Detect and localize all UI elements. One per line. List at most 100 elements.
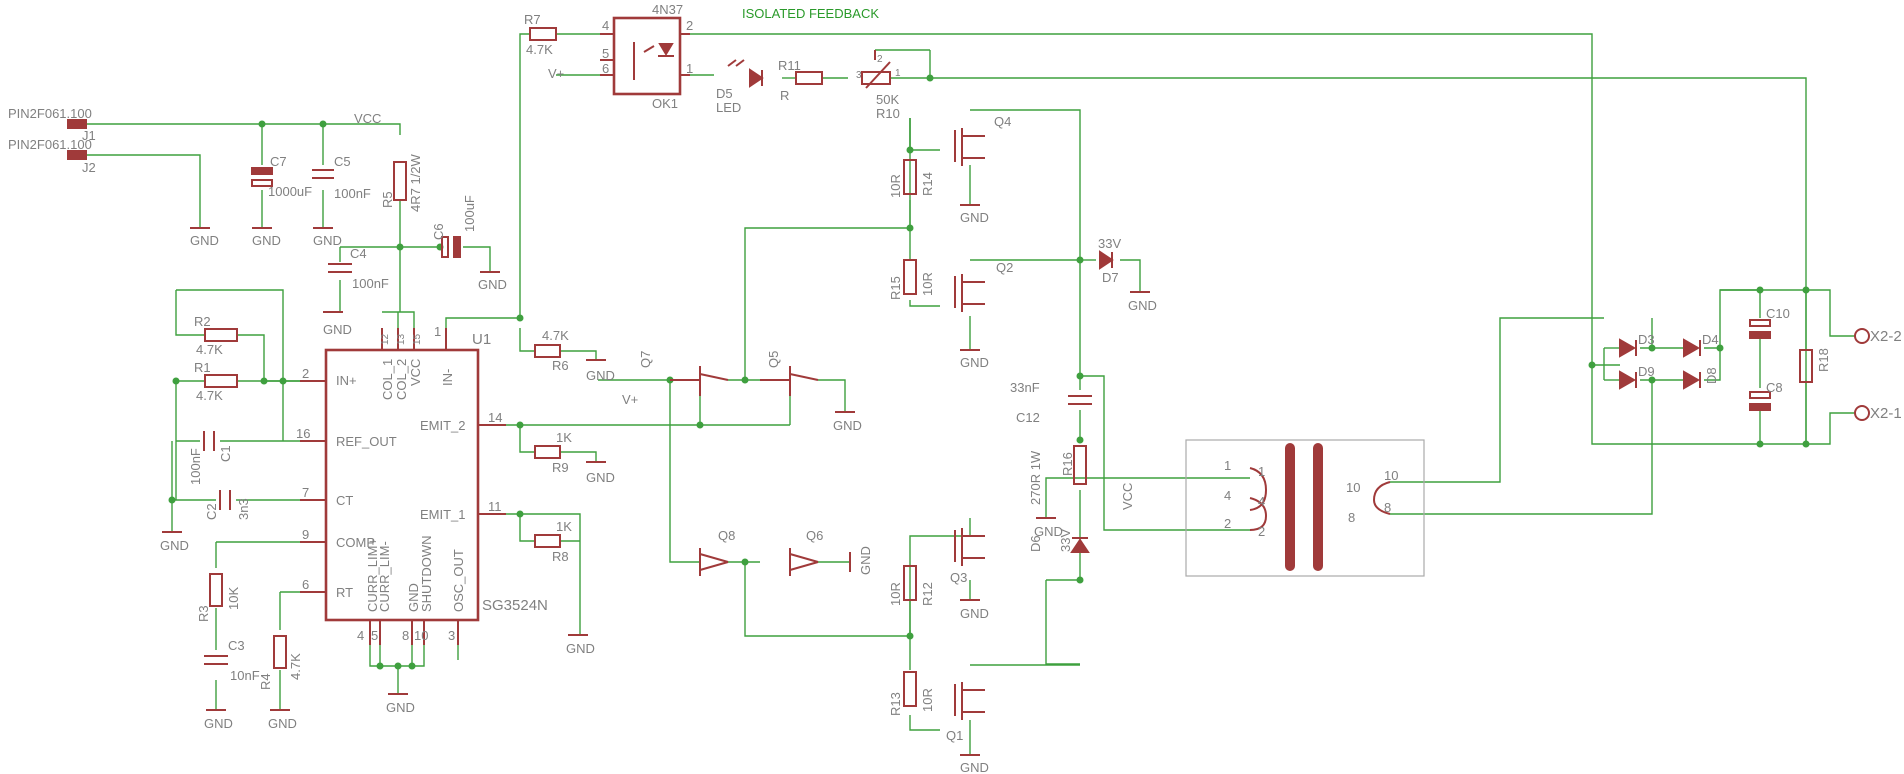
svg-text:R3: R3	[196, 605, 211, 622]
svg-text:GND: GND	[406, 583, 421, 612]
svg-text:3: 3	[856, 70, 862, 81]
svg-text:IN-: IN-	[440, 369, 455, 386]
svg-text:100nF: 100nF	[188, 448, 203, 485]
svg-text:CURR_LIM-: CURR_LIM-	[377, 541, 392, 612]
svg-text:RT: RT	[336, 585, 353, 600]
svg-text:GND: GND	[586, 470, 615, 485]
svg-text:GND: GND	[190, 233, 219, 248]
svg-text:15: 15	[412, 333, 423, 345]
svg-text:C12: C12	[1016, 410, 1040, 425]
svg-text:14: 14	[488, 410, 502, 425]
vplus-label-drivers: V+	[622, 392, 638, 407]
svg-text:OK1: OK1	[652, 96, 678, 111]
svg-text:1: 1	[434, 324, 441, 339]
svg-text:33V: 33V	[1058, 529, 1073, 552]
ground-symbols: GND GND GND GND GND GND GND GND GND GND …	[160, 204, 1157, 774]
svg-text:GND: GND	[833, 418, 862, 433]
optocoupler-ok1: 4N37 OK1 4 5 6 2 1	[600, 2, 693, 111]
svg-text:R13: R13	[888, 692, 903, 716]
svg-text:1: 1	[686, 61, 693, 76]
svg-text:100uF: 100uF	[462, 195, 477, 232]
svg-text:D5: D5	[716, 86, 733, 101]
resistor-r18: R18	[1799, 348, 1831, 383]
svg-text:R9: R9	[552, 460, 569, 475]
resistor-r14: 10R R14	[888, 159, 935, 198]
wires	[86, 33, 1855, 755]
svg-text:9: 9	[302, 527, 309, 542]
mosfet-q3: Q3	[950, 528, 985, 585]
svg-text:X2-1: X2-1	[1870, 405, 1902, 422]
svg-text:OSC_OUT: OSC_OUT	[451, 549, 466, 612]
svg-text:Q1: Q1	[946, 728, 963, 743]
svg-text:GND: GND	[586, 368, 615, 383]
resistor-r2: R2 4.7K	[194, 314, 238, 357]
svg-text:D3: D3	[1638, 332, 1655, 347]
svg-text:C7: C7	[270, 154, 287, 169]
resistor-r7: R7 4.7K	[524, 12, 557, 57]
svg-text:2: 2	[686, 18, 693, 33]
svg-text:100nF: 100nF	[334, 186, 371, 201]
svg-text:Q2: Q2	[996, 260, 1013, 275]
capacitor-c8: C8	[1749, 380, 1783, 411]
svg-text:10R: 10R	[920, 688, 935, 712]
svg-text:PIN2F061.100: PIN2F061.100	[8, 137, 92, 152]
svg-text:1: 1	[895, 68, 901, 79]
svg-text:GND: GND	[566, 641, 595, 656]
led-d5: D5 LED	[716, 59, 764, 115]
svg-text:C8: C8	[1766, 380, 1783, 395]
mosfet-q1: Q1	[946, 682, 985, 743]
svg-text:Q7: Q7	[638, 351, 653, 368]
junction-dots	[168, 74, 1810, 670]
transistor-q6: Q6	[789, 528, 823, 576]
capacitor-c1: C1 100nF	[188, 431, 233, 485]
svg-text:GND: GND	[858, 546, 873, 575]
svg-text:10: 10	[1346, 480, 1360, 495]
svg-text:X2-2: X2-2	[1870, 328, 1902, 345]
svg-text:GND: GND	[960, 355, 989, 370]
svg-text:10nF: 10nF	[230, 668, 260, 683]
svg-text:10R: 10R	[888, 582, 903, 606]
svg-text:R8: R8	[552, 549, 569, 564]
svg-text:R14: R14	[920, 172, 935, 196]
svg-text:D6: D6	[1028, 535, 1043, 552]
svg-text:10: 10	[1384, 468, 1398, 483]
svg-text:D7: D7	[1102, 270, 1119, 285]
svg-text:C6: C6	[431, 223, 446, 240]
svg-text:10: 10	[414, 628, 428, 643]
svg-text:GND: GND	[204, 716, 233, 731]
mosfet-q4: Q4	[954, 114, 1011, 166]
svg-text:U1: U1	[472, 331, 491, 348]
svg-text:1: 1	[1258, 464, 1265, 479]
svg-text:8: 8	[1348, 510, 1355, 525]
svg-text:CURR_LIM+: CURR_LIM+	[365, 538, 380, 612]
svg-text:Q8: Q8	[718, 528, 735, 543]
svg-text:4R7 1/2W: 4R7 1/2W	[408, 153, 423, 212]
capacitor-c10: C10	[1749, 306, 1790, 339]
resistor-r12: 10R R12	[888, 565, 935, 606]
svg-text:R: R	[780, 88, 789, 103]
svg-text:7: 7	[302, 485, 309, 500]
svg-text:4: 4	[1224, 488, 1231, 503]
svg-text:R12: R12	[920, 582, 935, 606]
svg-text:PIN2F061.100: PIN2F061.100	[8, 106, 92, 121]
resistor-r6: 4.7K R6	[534, 328, 569, 373]
svg-text:10R: 10R	[920, 272, 935, 296]
vplus-label-ok1: V+	[548, 66, 564, 81]
svg-text:GND: GND	[478, 277, 507, 292]
diode-d9: D9	[1619, 364, 1655, 390]
svg-text:R11: R11	[778, 58, 801, 73]
mosfet-q2: Q2	[954, 260, 1013, 312]
svg-text:C10: C10	[1766, 306, 1790, 321]
svg-text:R15: R15	[888, 276, 903, 300]
svg-text:J1: J1	[82, 128, 96, 143]
diagram-title: ISOLATED FEEDBACK	[742, 6, 879, 21]
svg-text:GND: GND	[252, 233, 281, 248]
svg-text:5: 5	[602, 46, 609, 61]
transistor-q5: Q5	[760, 351, 819, 396]
svg-text:2: 2	[302, 366, 309, 381]
svg-text:R6: R6	[552, 358, 569, 373]
svg-text:4.7K: 4.7K	[526, 42, 553, 57]
svg-text:R5: R5	[380, 191, 395, 208]
svg-text:D9: D9	[1638, 364, 1655, 379]
